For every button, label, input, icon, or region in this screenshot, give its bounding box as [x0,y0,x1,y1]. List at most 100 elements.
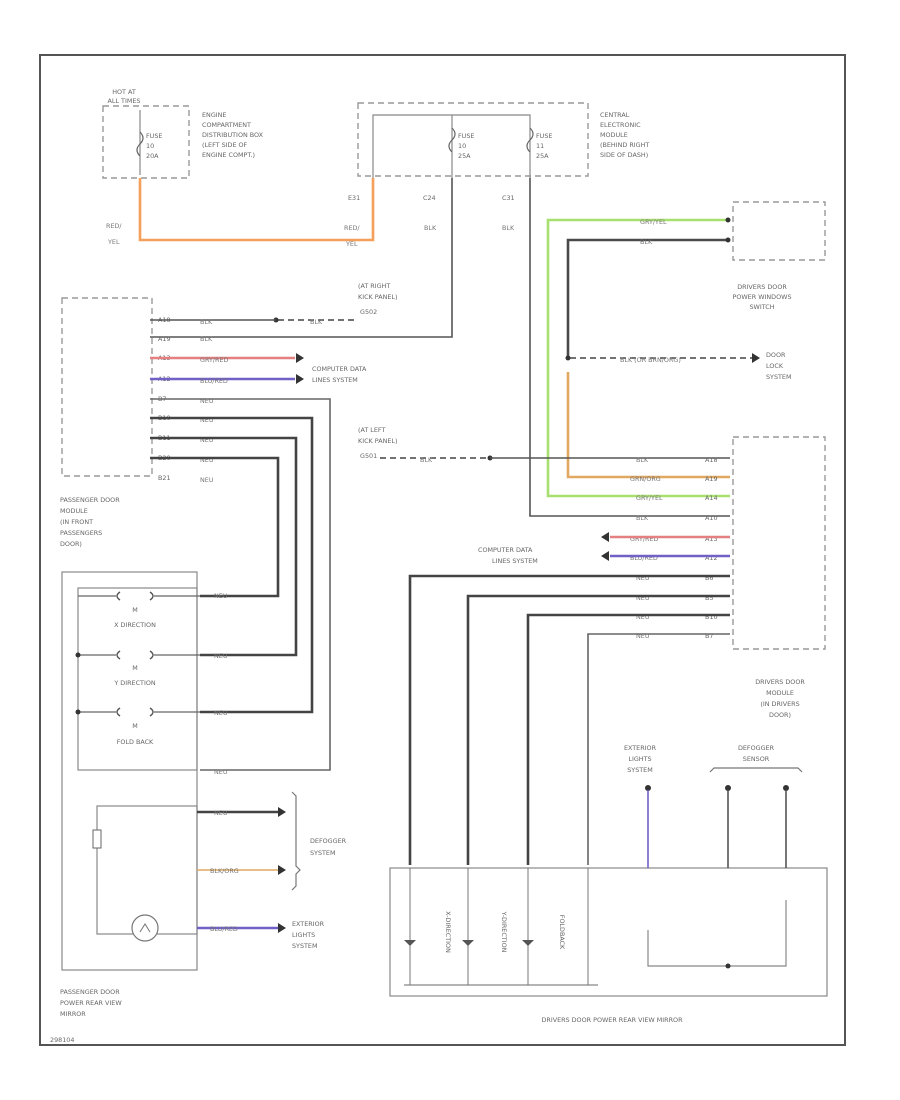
svg-text:BLU/RED: BLU/RED [200,377,228,385]
engine-fuse-label-1: FUSE [146,132,162,140]
motor-y: M Y DIRECTION [78,650,200,687]
svg-text:DOOR): DOOR) [769,711,791,719]
svg-text:NEU: NEU [200,397,214,405]
svg-text:A13: A13 [705,535,718,543]
right-kick-label-2: KICK PANEL) [358,293,397,301]
pass-wire-labels: BLK BLK GRY/RED BLU/RED NEU NEU NEU NEU … [200,318,229,484]
driver-heater [647,900,787,967]
defogger-bracket [291,791,301,891]
svg-text:DRIVERS DOOR: DRIVERS DOOR [755,678,805,686]
svg-text:(IN FRONT: (IN FRONT [60,518,93,526]
driver-wire-labels: BLK GRN/ORG GRY/YEL BLK GRY/RED BLU/RED … [630,456,663,640]
mirror-common-1 [75,652,81,658]
cem-box [357,102,589,177]
cem-fuse-1-icon [448,127,456,153]
pass-neu-b10 [150,416,314,714]
svg-text:(IN DRIVERS: (IN DRIVERS [760,700,799,708]
door-lock-arrow [752,353,760,363]
engine-fuse-box [102,105,190,179]
defogger-sensor-dot-2 [783,785,789,791]
svg-text:ENGINE COMPT.): ENGINE COMPT.) [202,151,255,159]
svg-text:DISTRIBUTION BOX: DISTRIBUTION BOX [202,131,264,139]
svg-text:PASSENGERS: PASSENGERS [60,529,102,537]
left-kick-wire-label: BLK [420,456,433,464]
svg-text:NEU: NEU [214,768,228,776]
passenger-module-label: PASSENGER DOOR MODULE (IN FRONT PASSENGE… [60,496,120,548]
svg-text:POWER REAR VIEW: POWER REAR VIEW [60,999,122,1007]
driver-module-label: DRIVERS DOOR MODULE (IN DRIVERS DOOR) [755,678,805,719]
window-switch-pin-1 [725,217,731,223]
driver-mirror-box [389,867,828,997]
heater-icon [92,829,102,849]
svg-text:POWER WINDOWS: POWER WINDOWS [732,293,791,301]
svg-text:NEU: NEU [636,594,650,602]
wire-red-yel-label-1a: RED/ [106,222,122,230]
motor-fold: M FOLD BACK [78,707,200,746]
svg-text:M: M [132,606,138,614]
svg-text:PASSENGER DOOR: PASSENGER DOOR [60,988,120,996]
driver-mirror-label: DRIVERS DOOR POWER REAR VIEW MIRROR [541,1016,683,1024]
left-kick-label-2: KICK PANEL) [358,437,397,445]
defogger-sensor-bracket [709,767,803,773]
wire-blk-c24 [150,178,453,338]
conn-label-2: C24 [423,194,436,202]
passenger-module-box [61,297,153,477]
cem-label: CENTRAL ELECTRONIC MODULE (BEHIND RIGHT … [600,111,649,159]
svg-text:BLU/RED: BLU/RED [630,554,658,562]
svg-text:NEU: NEU [200,476,214,484]
svg-text:NEU: NEU [214,592,228,600]
mirror-wire-labels: NEU NEU NEU NEU [214,592,228,776]
svg-text:A19: A19 [158,335,171,343]
svg-text:ENGINE: ENGINE [202,111,226,119]
computer-data-1-label-1: COMPUTER DATA [312,365,367,373]
cem-fuse-2-icon [526,127,534,153]
svg-text:BLK: BLK [200,335,213,343]
pass-arrow-blu-red [296,374,304,384]
wire-blk-label-2: BLK [502,224,515,232]
svg-text:NEU: NEU [636,632,650,640]
svg-text:GRN/ORG: GRN/ORG [630,475,661,483]
svg-text:NEU: NEU [200,456,214,464]
wire-gry-yel [546,218,730,498]
defogger-wire-label-1: NEU [214,809,228,817]
svg-text:MODULE: MODULE [60,507,88,515]
right-kick-wire-label: BLK [310,318,323,326]
lamp-icon [131,914,159,942]
defogger-wire-label-2: BLK/ORG [210,867,239,875]
computer-data-2-label-1: COMPUTER DATA [478,546,533,554]
wire-blk-switch [566,238,730,358]
wire-blk-c31 [529,178,730,517]
svg-text:GRY/RED: GRY/RED [200,356,229,364]
engine-fuse-label-2: 10 [146,142,154,150]
window-switch-box [732,201,826,261]
right-kick-label-1: (AT RIGHT [358,282,390,290]
svg-text:B5: B5 [705,594,713,602]
right-kick-ground: G502 [360,308,377,316]
wire-red-yel-label-2a: RED/ [344,224,360,232]
engine-fuse-label-3: 20A [146,152,159,160]
left-kick-ground: G501 [360,452,377,460]
svg-text:DOOR): DOOR) [60,540,82,548]
drv-motor-label-1: X-DIRECTION [444,911,452,953]
defogger-system-2: SYSTEM [310,849,335,857]
window-switch-label: DRIVERS DOOR POWER WINDOWS SWITCH [732,283,791,311]
engine-box-label: ENGINE COMPARTMENT DISTRIBUTION BOX (LEF… [202,111,264,159]
door-lock-wire-label: BLK (OR BRN/ORG) [620,356,681,364]
cem-fuse-1-label-1: FUSE [458,132,474,140]
svg-text:PASSENGER DOOR: PASSENGER DOOR [60,496,120,504]
diagram-id: 298104 [50,1036,74,1044]
exterior-wire-label: BLU/RED [210,925,238,933]
computer-data-2-label-2: LINES SYSTEM [492,557,538,565]
drv-arrow-blu-red [601,551,609,561]
svg-text:A12: A12 [705,554,718,562]
svg-text:A10: A10 [705,514,718,522]
defogger-system-1: DEFOGGER [310,837,347,845]
passenger-mirror-box [61,571,198,971]
exterior-lights-2-a: EXTERIOR [624,744,657,752]
defogger-arrow-1 [278,807,286,817]
svg-text:M: M [132,664,138,672]
exterior-lights-1-a: EXTERIOR [292,920,325,928]
svg-text:X DIRECTION: X DIRECTION [114,621,156,629]
cem-fuse-2-label-2: 11 [536,142,544,150]
drv-motor-label-2: Y-DIRECTION [500,911,508,953]
